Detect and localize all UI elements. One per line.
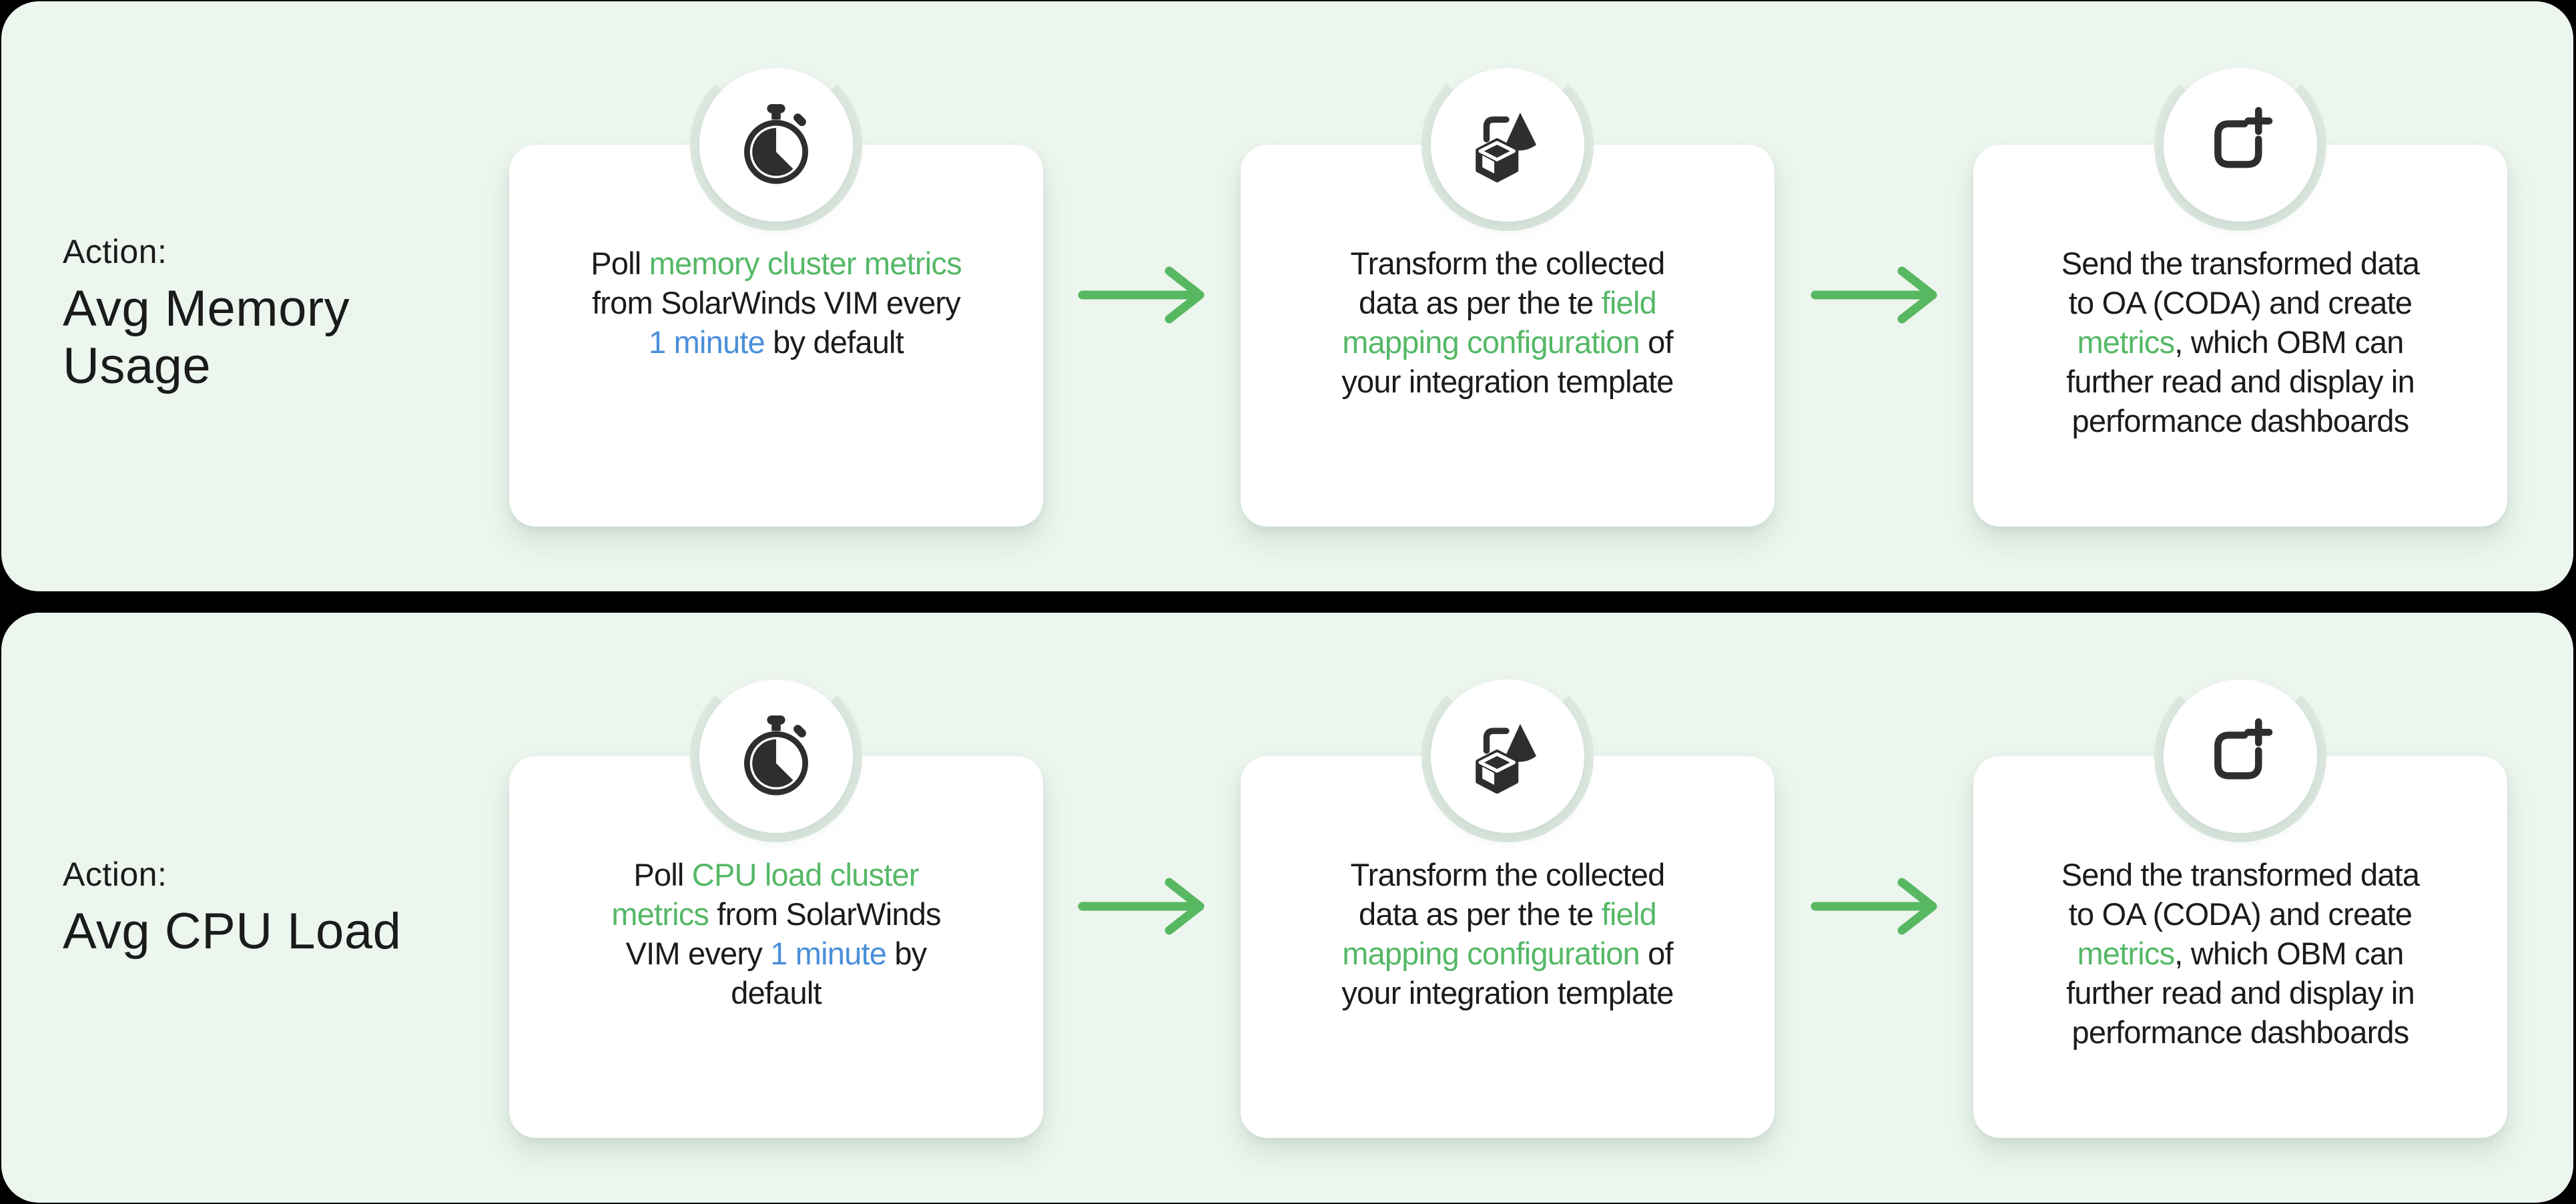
stopwatch-icon [744,715,808,796]
action-label: Action: Avg CPU Load [63,855,490,960]
shapes-transform-icon [1476,112,1537,183]
step-icon-badge [2164,68,2317,222]
flow-arrow [1809,260,1942,330]
step-icon-badge [699,679,853,833]
action-kicker: Action: [63,233,168,270]
flow-arrow [1809,872,1942,941]
flow-arrow [1076,872,1209,941]
panel-avg-cpu-load: Action: Avg CPU Load Poll CPU load clust… [1,613,2573,1203]
shapes-transform-icon [1476,723,1537,794]
flow-arrow-icon [1811,266,1937,324]
flow-arrow-icon [1811,878,1937,935]
step-icon-badge [1431,68,1584,222]
create-new-plus-icon [2214,107,2273,168]
action-name: Avg CPU Load [63,903,402,960]
flow-arrow [1076,260,1209,330]
flow-arrow-icon [1078,266,1205,324]
step-icon-badge [699,68,853,222]
action-kicker: Action: [63,856,168,893]
flow-arrow-icon [1078,878,1205,935]
step-icon-badge [2164,679,2317,833]
stopwatch-icon [744,103,808,184]
step-icon-badge [1431,679,1584,833]
create-new-plus-icon [2214,718,2273,780]
